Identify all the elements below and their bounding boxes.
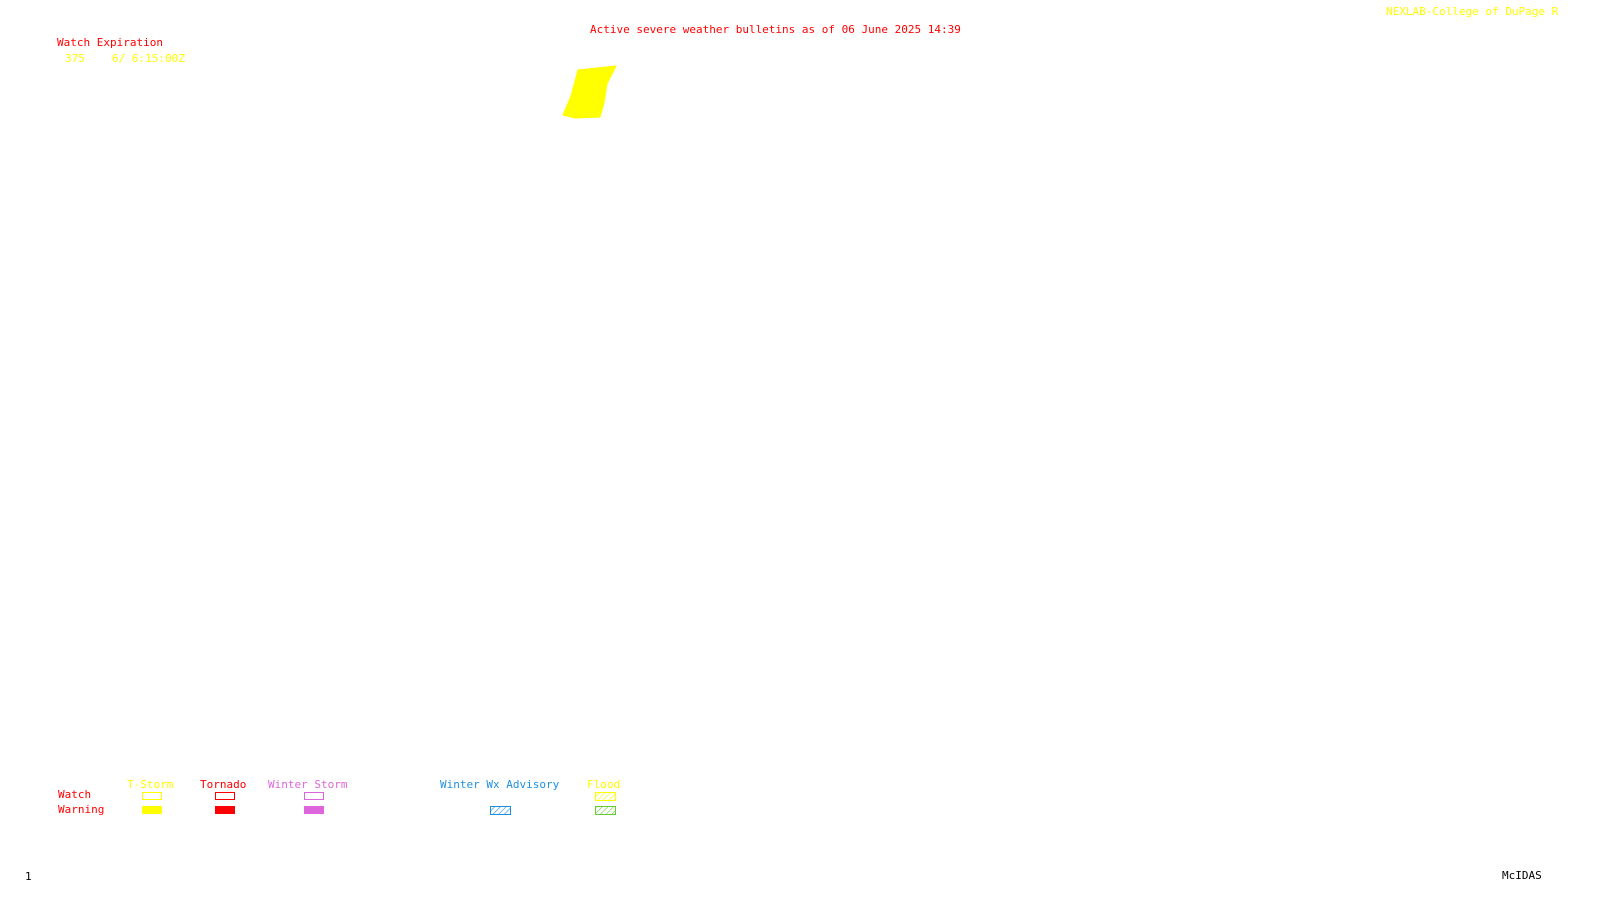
tstorm-watch-polygon <box>562 65 617 119</box>
legend-winter-storm-watch-swatch <box>304 792 324 800</box>
mcidas-label: McIDAS <box>1502 869 1542 882</box>
legend-winter-storm-warning-swatch <box>304 806 324 814</box>
watch-expiration-heading: Watch Expiration <box>57 36 163 49</box>
legend-winter-wx-advisory-label: Winter Wx Advisory <box>440 778 560 791</box>
legend-warning-label: Warning <box>58 803 105 816</box>
watch-number: 375 <box>65 52 85 65</box>
legend-tornado-watch-swatch <box>215 792 235 800</box>
legend-winter-storm-label: Winter Storm <box>268 778 348 791</box>
watch-expiration-time: 6/ 6:15:00Z <box>112 52 185 65</box>
legend-flood-label: Flood <box>587 778 621 791</box>
legend-tornado-label: Tornado <box>200 778 247 791</box>
legend-tstorm-label: T-Storm <box>127 778 174 791</box>
legend-tstorm-watch-swatch <box>142 792 162 800</box>
bulletin-title: Active severe weather bulletins as of 06… <box>590 23 961 36</box>
frame-number: 1 <box>25 870 32 883</box>
legend-tstorm-warning-swatch <box>142 806 162 814</box>
nexlab-credit: NEXLAB-College of DuPage R <box>1386 5 1559 18</box>
legend-watch-label: Watch <box>58 788 92 801</box>
legend-tornado-warning-swatch <box>215 806 235 814</box>
